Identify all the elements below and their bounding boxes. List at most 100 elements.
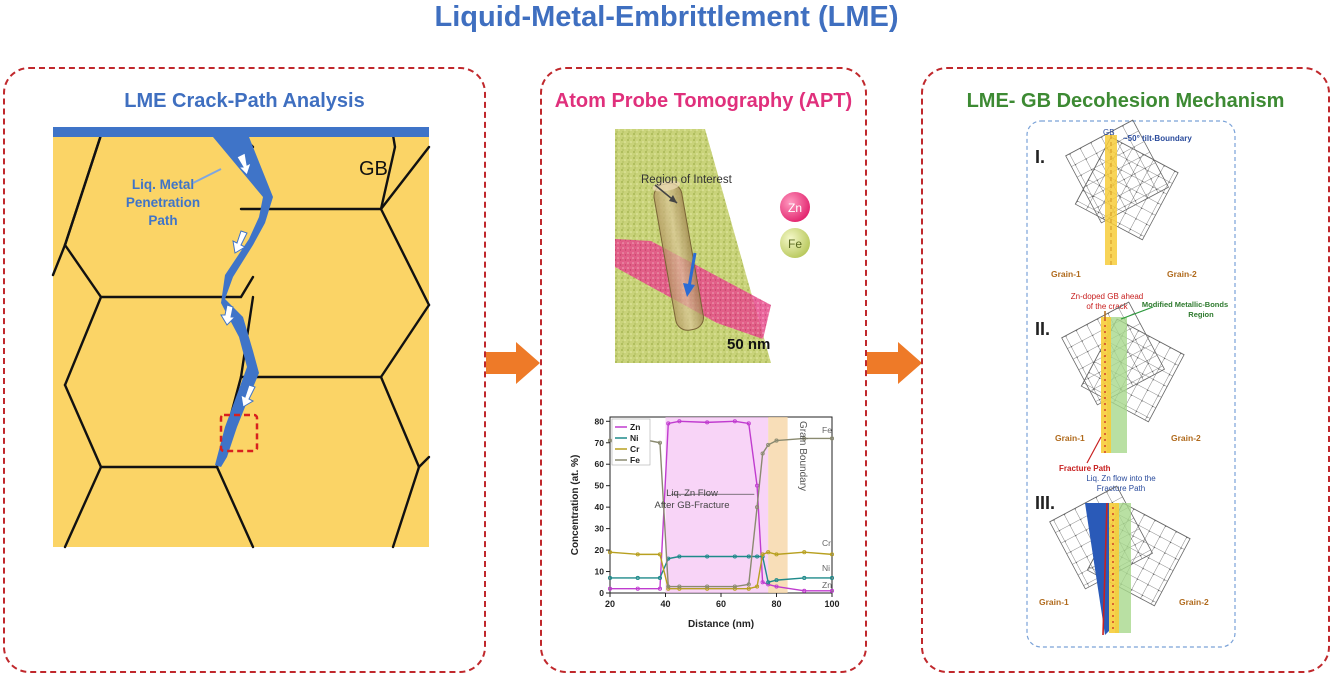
data-point-fe (705, 584, 710, 589)
data-point-ni (802, 575, 807, 581)
data-point-fe (677, 584, 682, 589)
zn-doped-gb-label: of the crack (1086, 302, 1128, 311)
data-point-zn (746, 421, 751, 426)
grain-boundary-band (768, 417, 788, 593)
data-point-ni (829, 575, 835, 581)
grain-boundary-band (1109, 503, 1119, 633)
data-point-zn (732, 419, 737, 424)
apt-title: Atom Probe Tomography (APT) (554, 90, 853, 112)
label-pointer (192, 168, 222, 184)
data-point-fe (732, 584, 737, 589)
data-point-ni (746, 554, 751, 559)
penetration-path-label-line: Penetration (126, 195, 200, 210)
stage-3: III. Liq. Zn flow into the Fracture Path… (1035, 474, 1209, 636)
data-point-zn (802, 588, 807, 593)
grain-boundary-band (1101, 317, 1111, 453)
grain-2-label: Grain-2 (1167, 269, 1197, 279)
legend-entry: Ni (630, 433, 639, 443)
data-point-fe (657, 440, 662, 445)
flow-label-line: Liq. Zn Flow (666, 488, 718, 499)
flow-label-line: After GB-Fracture (655, 500, 730, 511)
page-title: Liquid-Metal-Embrittlement (LME) (434, 1, 899, 33)
scale-bar-label: 50 nm (727, 336, 770, 353)
grain-microstructure-diagram: GB Liq. Metal Penetration Path (51, 127, 431, 549)
y-tick-label: 30 (595, 524, 605, 534)
data-point-zn (657, 586, 662, 591)
apt-reconstruction-image: Region of Interest 50 nm Zn Fe (615, 129, 810, 363)
data-point-ni (657, 575, 662, 581)
grain-boundaries (51, 133, 431, 549)
modified-bonds-region (1107, 317, 1127, 453)
y-tick-label: 0 (599, 588, 604, 598)
data-point-ni (635, 575, 640, 581)
analysis-direction-arrow (687, 252, 697, 288)
legend-entry: Zn (630, 422, 640, 432)
decohesion-title: LME- GB Decohesion Mechanism (966, 90, 1285, 112)
x-axis-label: Distance (nm) (688, 619, 754, 630)
legend-entry: Cr (630, 444, 640, 454)
data-point-cr (774, 552, 779, 557)
decohesion-mechanism-diagram: I. GB ~50° tilt-Boundary Grain-1 Grain-2… (1026, 119, 1236, 648)
data-point-zn (705, 420, 710, 425)
zn-legend-label: Zn (788, 201, 802, 215)
y-tick-label: 80 (595, 416, 605, 426)
stage-2: II. Zn-doped GB ahead of the crack Modif… (1035, 292, 1228, 473)
x-tick-label: 20 (605, 599, 615, 609)
data-point-zn (677, 419, 682, 424)
data-point-cr (760, 552, 765, 557)
y-tick-label: 50 (595, 481, 605, 491)
y-axis-label: Concentration (at. %) (570, 455, 581, 556)
legend-entry: Fe (630, 455, 640, 465)
data-point-fe (760, 451, 765, 456)
data-point-fe (666, 584, 671, 589)
fe-legend-label: Fe (788, 237, 802, 251)
grain-1-label: Grain-1 (1039, 597, 1069, 607)
gb-label: GB (359, 158, 388, 180)
penetration-path-label-line: Path (148, 213, 177, 228)
fe-legend-ball (780, 228, 810, 258)
grain-1-label: Grain-1 (1055, 433, 1085, 443)
penetration-path-label-line: Liq. Metal (132, 177, 194, 192)
zn-doped-gb-label: Zn-doped GB ahead (1071, 292, 1144, 301)
data-point-ni (732, 554, 737, 559)
data-point-cr (635, 552, 640, 557)
y-tick-label: 10 (595, 567, 605, 577)
data-point-fe (755, 505, 760, 510)
data-point-cr (657, 552, 662, 557)
data-point-cr (755, 584, 760, 589)
grain-2-label: Grain-2 (1171, 433, 1201, 443)
data-point-cr (607, 550, 613, 555)
data-point-fe (774, 438, 779, 443)
liquid-metal-path (53, 127, 429, 467)
right-arrow-icon (866, 342, 922, 384)
zn-flow-label: Fracture Path (1097, 484, 1145, 493)
data-point-ni (677, 554, 682, 559)
data-point-fe (802, 436, 807, 441)
liquid-zn-wedge (1085, 503, 1109, 635)
chart-legend: Zn Ni Cr Fe (611, 418, 651, 466)
stage-frame (1026, 120, 1236, 648)
y-tick-label: 60 (595, 459, 605, 469)
modified-bonds-label: Modified Metallic-Bonds (1142, 300, 1228, 309)
modified-bonds-label: Region (1188, 310, 1214, 319)
roi-label: Region of Interest (641, 174, 733, 186)
region-highlight-box (219, 413, 259, 453)
flow-arrows (220, 152, 256, 408)
data-point-zn (607, 586, 613, 591)
x-tick-label: 60 (716, 599, 726, 609)
stage-numeral: III. (1035, 493, 1055, 513)
stage-1: I. GB ~50° tilt-Boundary Grain-1 Grain-2 (1035, 119, 1197, 279)
data-point-cr (802, 550, 807, 555)
data-point-cr (829, 552, 835, 557)
y-tick-label: 70 (595, 438, 605, 448)
stage-numeral: I. (1035, 147, 1045, 167)
data-point-zn (774, 584, 779, 589)
x-tick-label: 80 (771, 599, 781, 609)
x-tick-label: 100 (824, 599, 839, 609)
gb-tag: GB (1103, 128, 1115, 137)
end-label-zn: Zn (822, 580, 832, 590)
decohesion-panel: LME- GB Decohesion Mechanism I. GB ~50° … (921, 67, 1330, 673)
tilt-boundary-label: ~50° tilt-Boundary (1123, 134, 1192, 143)
grain-2-label: Grain-2 (1179, 597, 1209, 607)
